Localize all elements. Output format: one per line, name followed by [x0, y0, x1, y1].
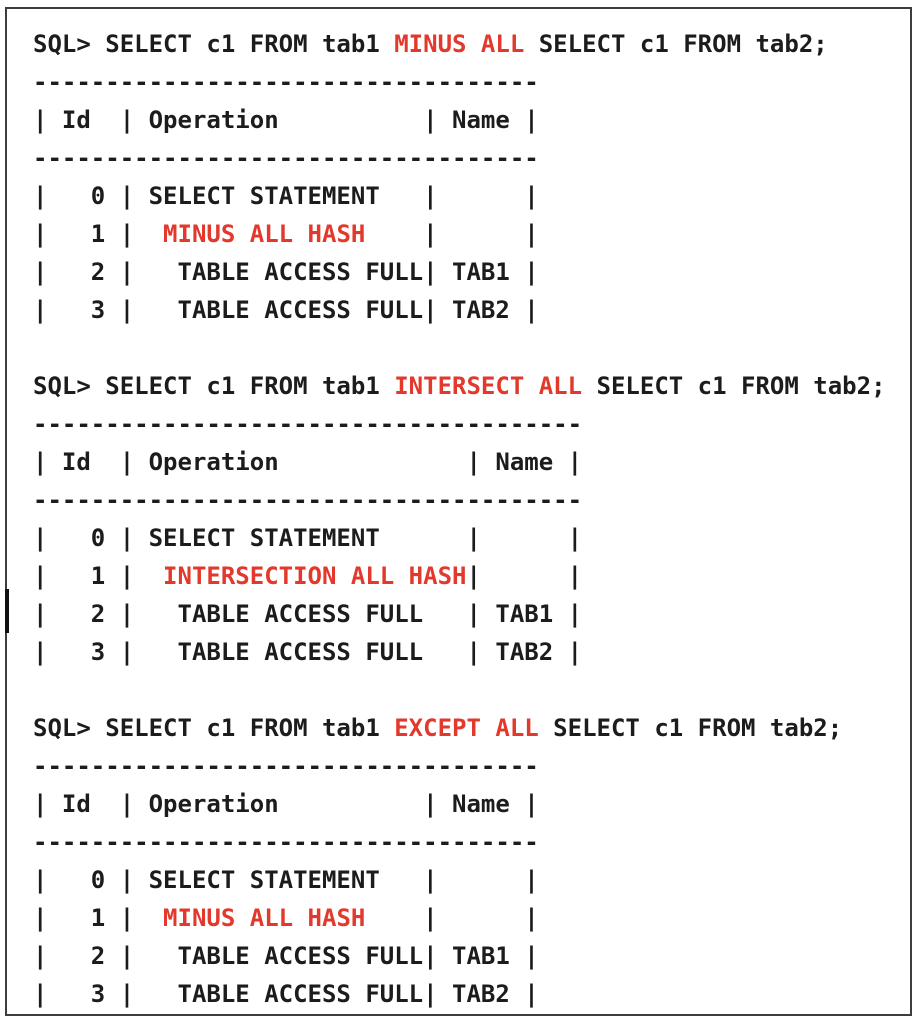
sql-text: SQL> SELECT c1 FROM tab1 [33, 714, 395, 742]
text-cursor [5, 589, 9, 633]
plan-row-text: | | [466, 562, 583, 590]
sql-prompt-line: SQL> SELECT c1 FROM tab1 INTERSECT ALL S… [33, 367, 886, 405]
plan-row: | 1 | INTERSECTION ALL HASH| | [33, 557, 886, 595]
sql-text: SELECT c1 FROM tab2; [538, 714, 843, 742]
plan-row: | 2 | TABLE ACCESS FULL| TAB1 | [33, 942, 539, 970]
plan-row: | 1 | MINUS ALL HASH | | [33, 899, 886, 937]
terminal-output: SQL> SELECT c1 FROM tab1 MINUS ALL SELEC… [33, 25, 886, 1013]
plan-divider: ----------------------------------- [33, 828, 539, 856]
sql-text: SELECT c1 FROM tab2; [582, 372, 886, 400]
plan-row: | 0 | SELECT STATEMENT | | [33, 182, 539, 210]
plan-row-text: | 1 | [33, 562, 164, 590]
plan-row: | 0 | SELECT STATEMENT | | [33, 524, 583, 552]
sql-keyword-highlight: MINUS ALL [394, 30, 525, 58]
plan-operation-highlight: MINUS ALL HASH [163, 220, 366, 248]
plan-row: | 2 | TABLE ACCESS FULL | TAB1 | [33, 600, 583, 628]
sql-text: SQL> SELECT c1 FROM tab1 [33, 372, 395, 400]
plan-row: | 2 | TABLE ACCESS FULL| TAB1 | [33, 258, 539, 286]
plan-row: | 1 | MINUS ALL HASH | | [33, 215, 886, 253]
query-block-except-all: SQL> SELECT c1 FROM tab1 EXCEPT ALL SELE… [33, 709, 886, 1013]
sql-text: SELECT c1 FROM tab2; [524, 30, 828, 58]
plan-divider: -------------------------------------- [33, 410, 583, 438]
plan-divider: ----------------------------------- [33, 752, 539, 780]
plan-row: | 3 | TABLE ACCESS FULL| TAB2 | [33, 980, 539, 1008]
plan-divider: ----------------------------------- [33, 68, 539, 96]
plan-row: | 3 | TABLE ACCESS FULL| TAB2 | [33, 296, 539, 324]
plan-row: | 0 | SELECT STATEMENT | | [33, 866, 539, 894]
plan-operation-highlight: INTERSECTION ALL HASH [163, 562, 467, 590]
sql-prompt-line: SQL> SELECT c1 FROM tab1 EXCEPT ALL SELE… [33, 709, 886, 747]
plan-operation-highlight: MINUS ALL HASH [163, 904, 366, 932]
query-block-intersect-all: SQL> SELECT c1 FROM tab1 INTERSECT ALL S… [33, 367, 886, 671]
plan-row-text: | | [365, 220, 539, 248]
plan-header: | Id | Operation | Name | [33, 790, 539, 818]
sql-prompt-line: SQL> SELECT c1 FROM tab1 MINUS ALL SELEC… [33, 25, 886, 63]
plan-header: | Id | Operation | Name | [33, 106, 539, 134]
sql-keyword-highlight: EXCEPT ALL [394, 714, 539, 742]
terminal-window[interactable]: SQL> SELECT c1 FROM tab1 MINUS ALL SELEC… [5, 7, 912, 1016]
plan-divider: -------------------------------------- [33, 486, 583, 514]
query-block-minus-all: SQL> SELECT c1 FROM tab1 MINUS ALL SELEC… [33, 25, 886, 329]
plan-row-text: | | [365, 904, 539, 932]
sql-text: SQL> SELECT c1 FROM tab1 [33, 30, 395, 58]
plan-row: | 3 | TABLE ACCESS FULL | TAB2 | [33, 638, 583, 666]
plan-row-text: | 1 | [33, 220, 164, 248]
plan-header: | Id | Operation | Name | [33, 448, 583, 476]
plan-row-text: | 1 | [33, 904, 164, 932]
plan-divider: ----------------------------------- [33, 144, 539, 172]
sql-keyword-highlight: INTERSECT ALL [394, 372, 583, 400]
